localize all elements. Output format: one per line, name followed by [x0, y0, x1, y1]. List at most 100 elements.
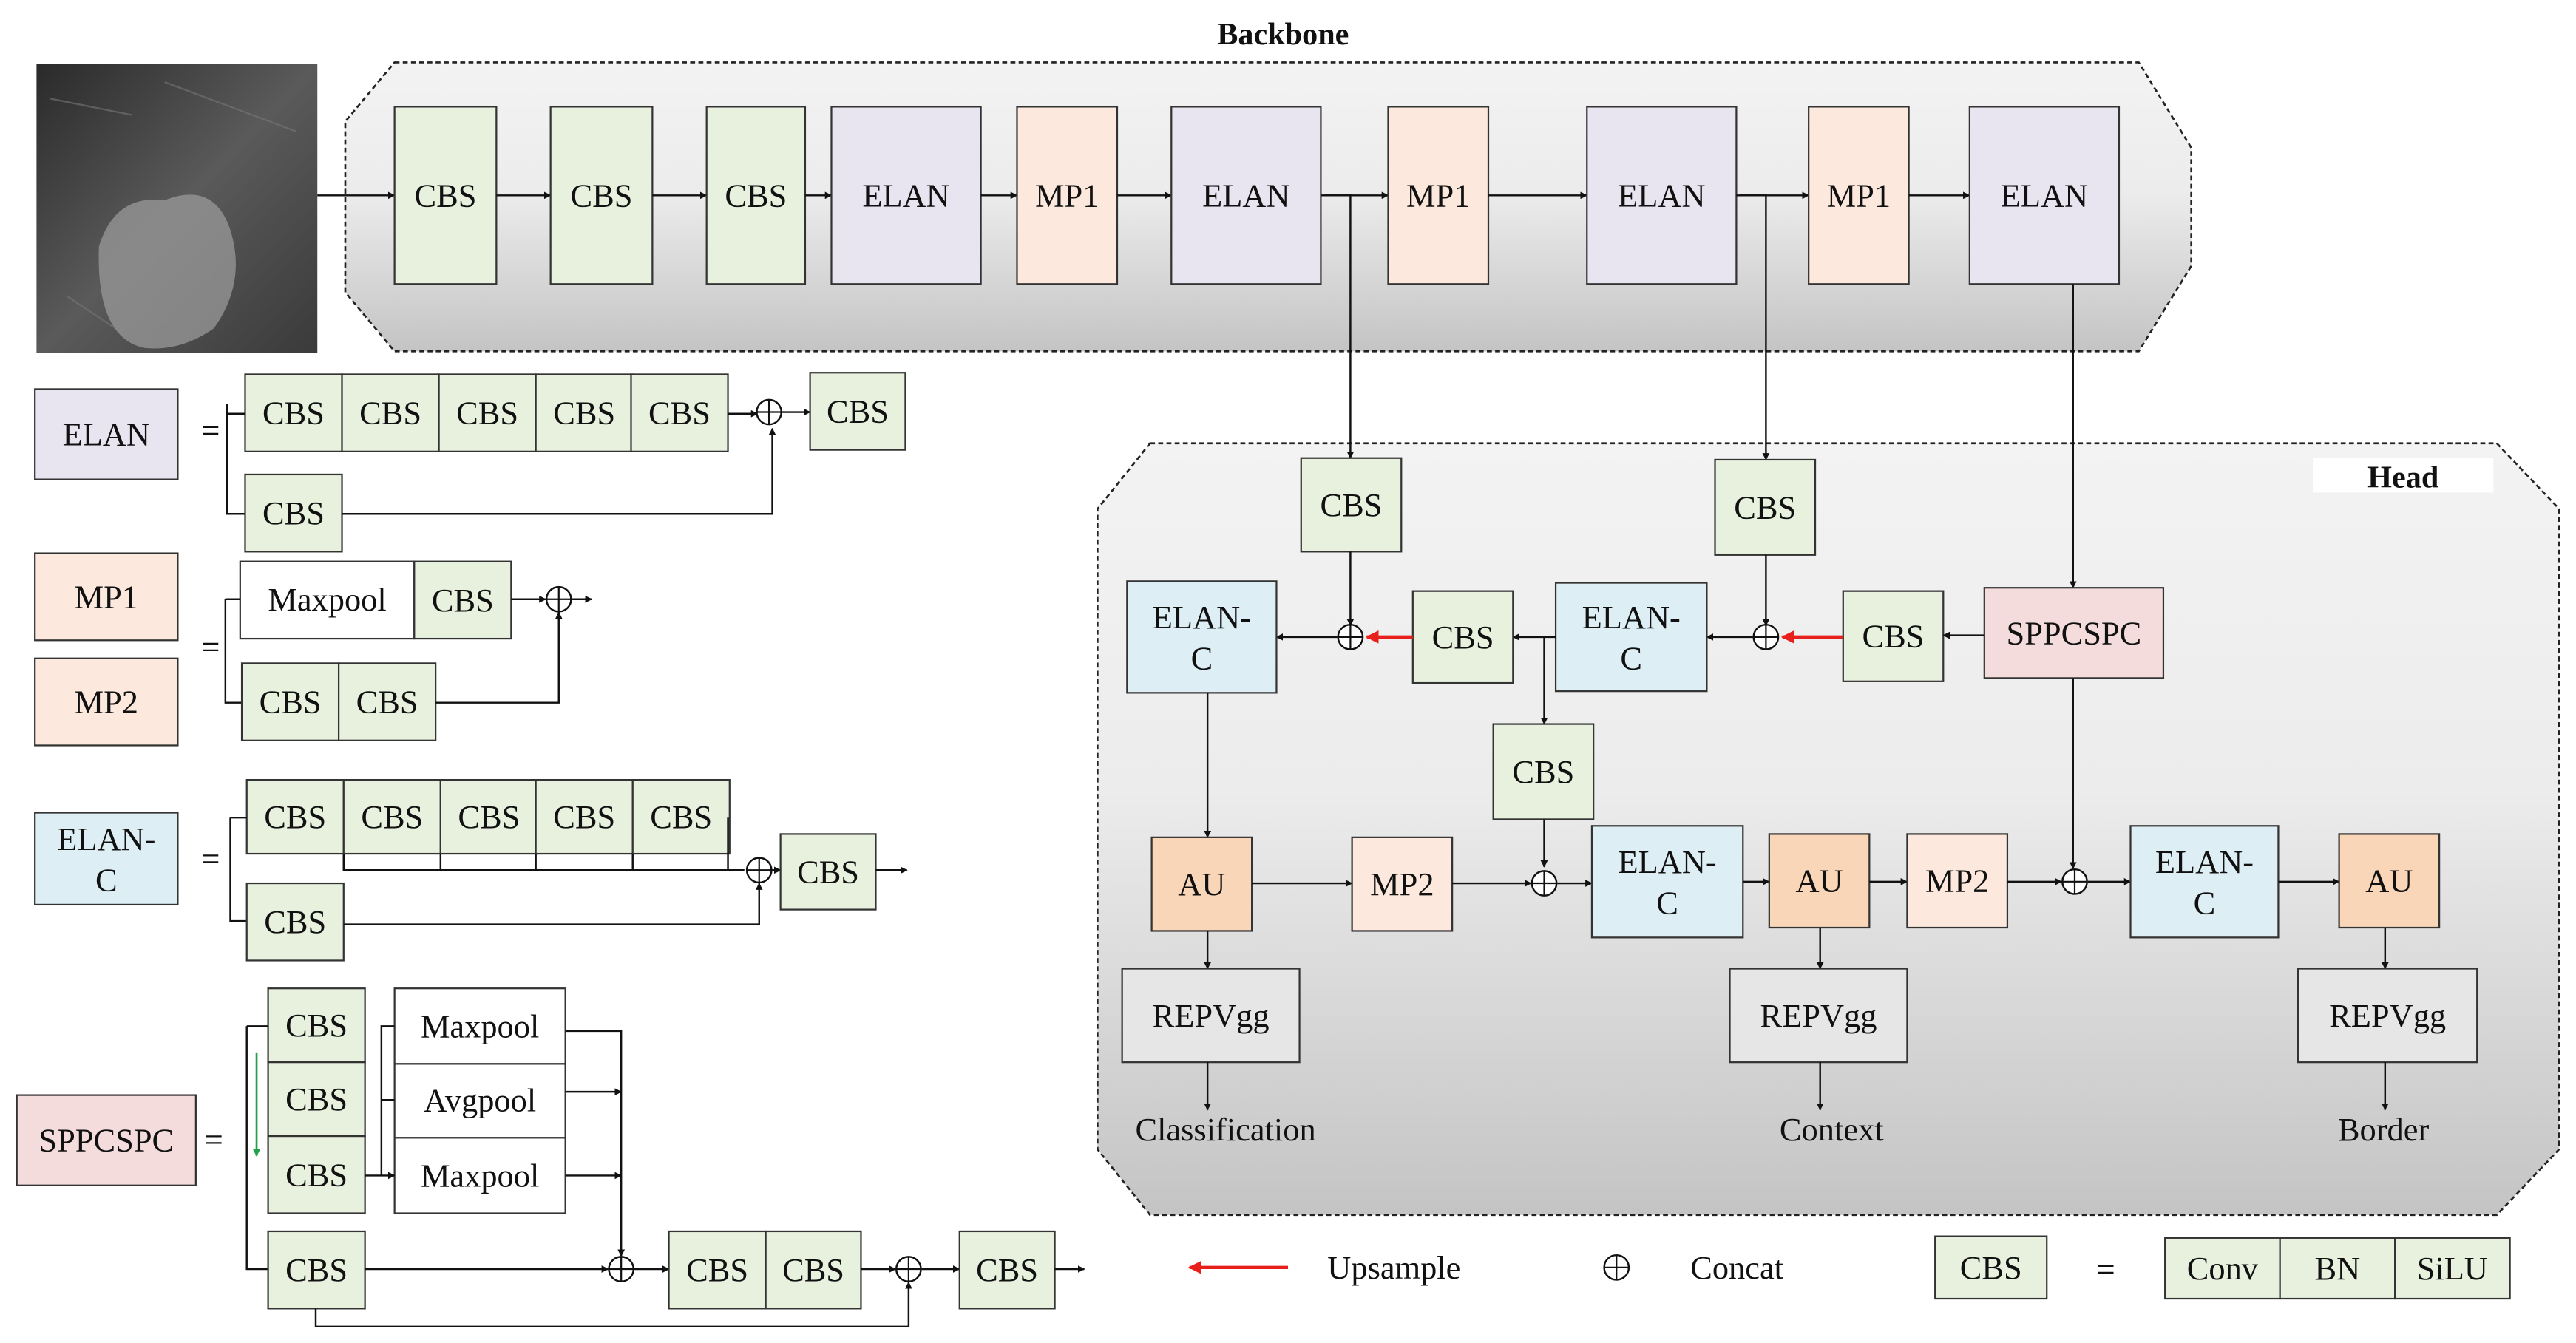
- legend-silu-box: [2394, 1237, 2511, 1300]
- head-elan-c-mid: [1590, 825, 1744, 939]
- spp-def-avgpool: [393, 1063, 566, 1139]
- head-cbs-lower-label: CBS: [1512, 753, 1574, 790]
- head-elan-c-left: [1126, 580, 1278, 694]
- spp-def-cbs-out-label: CBS: [976, 1251, 1038, 1288]
- mp-def-side-to-concat: [435, 611, 563, 704]
- head-cbs-left-top: [1300, 457, 1403, 553]
- elan-c-def-cbs-2-label: CBS: [361, 798, 423, 835]
- elan-c-def-cbs-3: [439, 778, 538, 855]
- legend-cbs-box-label: CBS: [1960, 1249, 2022, 1286]
- head-elan-c-left-label-line1: ELAN-: [1153, 599, 1251, 636]
- legend-sppcspc-box: [16, 1094, 197, 1186]
- head-cbs-mid-label: CBS: [1432, 619, 1494, 656]
- head-cbs-lower: [1492, 723, 1595, 820]
- head-elan-c-left-label-line2: C: [1191, 640, 1213, 677]
- head-mp2-2-label: MP2: [1925, 863, 1989, 900]
- backbone-elan-4-label: ELAN: [2001, 177, 2088, 214]
- head-au-2: [1768, 833, 1871, 929]
- backbone-mp1-1: [1016, 106, 1119, 285]
- head-mp2-1-label: MP2: [1370, 866, 1434, 902]
- legend-upsample-label: Upsample: [1327, 1249, 1460, 1286]
- elan-def-branch: [226, 404, 245, 515]
- mp-def-maxpool: [239, 560, 416, 640]
- spp-def-cbs-5-label: CBS: [686, 1251, 748, 1288]
- elan-c-def-cbs-4-label: CBS: [553, 798, 615, 835]
- elan-def-cbs-2-label: CBS: [359, 395, 421, 432]
- legend-elan-c-box-label-line1: ELAN-: [57, 820, 155, 857]
- spp-def-cbs-2-label: CBS: [285, 1081, 348, 1118]
- backbone-mp1-2-label: MP1: [1406, 177, 1470, 214]
- elan-c-def-tap-1: [342, 854, 745, 871]
- elan-def-cbs-5-label: CBS: [648, 395, 711, 432]
- output-classification: Classification: [1135, 1111, 1315, 1148]
- spp-def-pool1-to-concat: [565, 1030, 626, 1257]
- elan-def-cbs-5: [630, 373, 729, 452]
- head-elan-c-mid-top: [1554, 582, 1708, 693]
- elan-c-def-side-to-concat: [343, 883, 763, 925]
- head-title-bg: [2313, 458, 2494, 493]
- head-au-2-label: AU: [1796, 863, 1843, 900]
- mp-def-cbs-1-label: CBS: [432, 582, 494, 619]
- mp-def-cbs-2-label: CBS: [260, 684, 322, 721]
- spp-def-cbs-4: [267, 1230, 366, 1310]
- elan-def-side-to-concat: [342, 427, 776, 515]
- arrow-elan3-to-head-cbs: [1739, 194, 1770, 460]
- output-border: Border: [2338, 1111, 2430, 1148]
- elan-def-cbs-side-label: CBS: [262, 494, 325, 531]
- backbone-cbs-2-label: CBS: [571, 177, 633, 214]
- legend-elan-c-equals: =: [201, 840, 220, 877]
- elan-def-cbs-3-label: CBS: [456, 395, 518, 432]
- backbone-mp1-1-label: MP1: [1035, 177, 1099, 214]
- head-cbs-mid: [1411, 590, 1514, 684]
- backbone-cbs-1: [393, 106, 498, 285]
- legend-sppcspc-equals: =: [205, 1121, 223, 1158]
- legend-elan-box: [34, 388, 179, 480]
- elan-def-cbs-out-label: CBS: [827, 392, 889, 429]
- head-repvgg-1-label: REPVgg: [1153, 997, 1270, 1034]
- head-mp2-2: [1906, 833, 2009, 929]
- spp-def-skip-to-concat-2: [314, 1281, 912, 1328]
- mp-def-cbs-3: [337, 662, 437, 741]
- elan-c-def-cbs-side: [245, 882, 345, 962]
- head-au-3: [2338, 833, 2441, 929]
- legend-bn-box-label: BN: [2315, 1250, 2361, 1287]
- spp-def-cbs-3: [267, 1135, 366, 1214]
- legend-mp-equals: =: [201, 628, 220, 665]
- backbone-elan-2: [1170, 106, 1322, 285]
- head-cbs-right-top: [1714, 458, 1817, 556]
- spp-def-cbs-3-label: CBS: [285, 1156, 348, 1193]
- legend-mp2-box-label: MP2: [75, 684, 138, 721]
- head-sppcspc-label: SPPCSPC: [2007, 614, 2142, 651]
- legend-sppcspc-box-label: SPPCSPC: [38, 1122, 174, 1159]
- spp-def-cbs-2: [267, 1061, 366, 1138]
- backbone-cbs-3-label: CBS: [725, 177, 787, 214]
- head-repvgg-2-label: REPVgg: [1760, 997, 1877, 1034]
- backbone-cbs-3: [705, 106, 807, 285]
- head-repvgg-1: [1121, 968, 1301, 1064]
- legend-elan-c-box-label-line2: C: [95, 862, 118, 899]
- elan-def-cbs-1-label: CBS: [262, 395, 325, 432]
- elan-def-cbs-out: [809, 372, 906, 451]
- mp-def-branch: [224, 599, 243, 704]
- head-au-1-label: AU: [1178, 866, 1225, 902]
- spp-def-cbs-5: [668, 1230, 767, 1310]
- backbone-elan-1-label: ELAN: [862, 177, 949, 214]
- legend-elan-box-label: ELAN: [63, 416, 150, 453]
- backbone-mp1-3: [1808, 106, 1910, 285]
- elan-c-def-cbs-3-label: CBS: [458, 798, 520, 835]
- legend-elan-c-box: [34, 812, 179, 906]
- output-context: Context: [1780, 1111, 1884, 1148]
- legend-cbs-box: [1934, 1235, 2048, 1300]
- head-cbs-right-top-label: CBS: [1734, 489, 1796, 526]
- elan-c-def-cbs-1-label: CBS: [264, 798, 326, 835]
- legend-silu-box-label: SiLU: [2417, 1250, 2488, 1287]
- backbone-cbs-1-label: CBS: [415, 177, 477, 214]
- legend-conv-box-label: Conv: [2187, 1250, 2259, 1287]
- elan-c-def-cbs-1: [245, 778, 345, 855]
- spp-def-avgpool-label: Avgpool: [424, 1081, 536, 1118]
- elan-c-def-branch: [229, 817, 247, 922]
- arrow-elan2-to-head-cbs: [1323, 194, 1355, 459]
- mp-def-cbs-1: [413, 560, 512, 640]
